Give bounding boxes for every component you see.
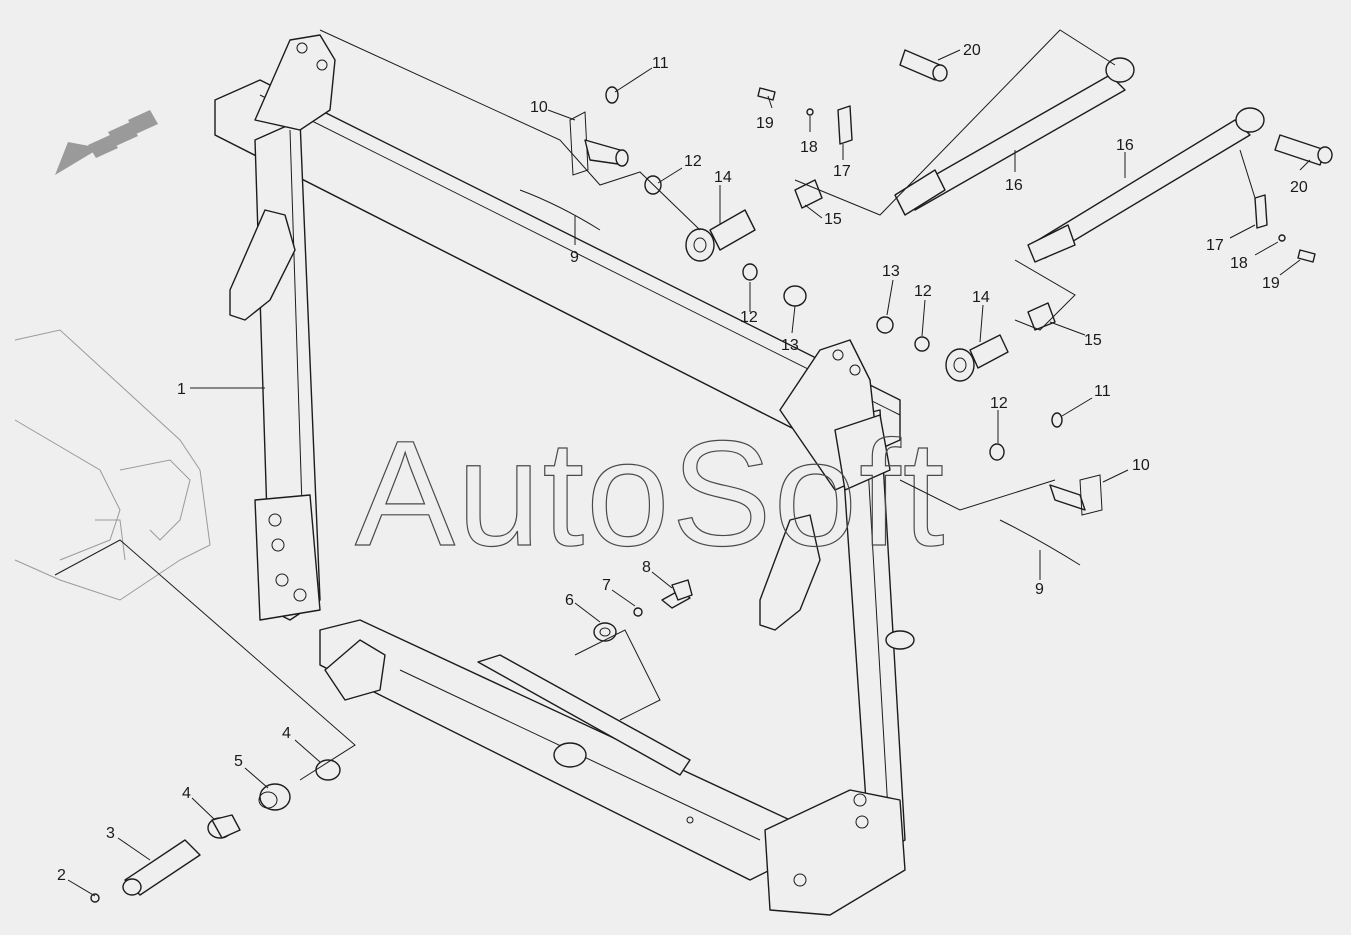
bolt-washer-nut	[593, 579, 693, 642]
pivot-pin-assembly	[90, 759, 341, 903]
callout-3: 3	[106, 825, 115, 842]
callout-1: 1	[177, 381, 186, 398]
callout-12-a: 12	[684, 153, 702, 170]
callout-13-b: 13	[882, 263, 900, 280]
callout-7: 7	[602, 577, 611, 594]
callout-14-a: 14	[714, 169, 732, 186]
top-link-left	[757, 49, 1135, 216]
callout-14-b: 14	[972, 289, 990, 306]
tractor-outline	[14, 329, 211, 601]
callout-19-b: 19	[1262, 275, 1280, 292]
upper-pin-right	[999, 412, 1103, 566]
callout-15-b: 15	[1084, 332, 1102, 349]
callout-17-b: 17	[1206, 237, 1224, 254]
callout-19-a: 19	[756, 115, 774, 132]
callout-20-a: 20	[963, 42, 981, 59]
callout-9-upper: 9	[570, 249, 579, 266]
callout-10-upper: 10	[530, 99, 548, 116]
callout-11-lower: 11	[1094, 383, 1111, 400]
callout-10-lower: 10	[1132, 457, 1150, 474]
watermark: AutoSoft	[355, 409, 946, 577]
callout-18-b: 18	[1230, 255, 1248, 272]
callout-6: 6	[565, 592, 574, 609]
callout-13-a: 13	[781, 337, 799, 354]
callout-11-upper: 11	[652, 55, 669, 72]
callout-12-b: 12	[740, 309, 758, 326]
callout-18-a: 18	[800, 139, 818, 156]
swivel-left	[685, 179, 823, 307]
upper-pin-left	[519, 86, 662, 231]
callout-5: 5	[234, 753, 243, 770]
callout-8: 8	[642, 559, 651, 576]
callout-12-d: 12	[990, 395, 1008, 412]
callout-12-c: 12	[914, 283, 932, 300]
leader-lines	[54, 29, 1311, 897]
callout-4-lower: 4	[182, 785, 191, 802]
callout-2: 2	[57, 867, 66, 884]
direction-arrow-icon	[55, 110, 158, 175]
callout-15-a: 15	[824, 211, 842, 228]
callout-4-upper: 4	[282, 725, 291, 742]
callout-labels: 1 2 3 4 4 5 6 7 8 9 9 10 10 11 11 12 12 …	[57, 42, 1308, 884]
swivel-right	[876, 302, 1056, 461]
top-link-right	[1027, 107, 1333, 263]
callout-20-b: 20	[1290, 179, 1308, 196]
callout-9-lower: 9	[1035, 581, 1044, 598]
callout-16-b: 16	[1116, 137, 1134, 154]
callout-17-a: 17	[833, 163, 851, 180]
callout-16-a: 16	[1005, 177, 1023, 194]
front-frame	[214, 34, 915, 916]
